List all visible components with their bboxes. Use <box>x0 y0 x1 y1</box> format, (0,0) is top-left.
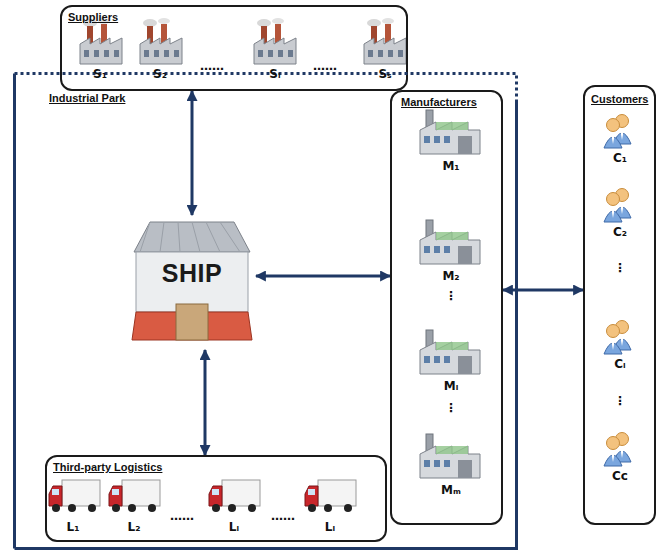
ellipsis-mark: …… <box>170 510 194 523</box>
logistics-group: Third-party Logistics <box>45 455 387 542</box>
ellipsis-mark: …… <box>313 60 337 73</box>
member-label: M₁ <box>442 160 459 173</box>
member-label: M₂ <box>442 270 459 283</box>
group-heading: Industrial Park <box>49 92 125 104</box>
supplier-factory-icon <box>364 18 406 64</box>
truck-icon <box>49 480 100 512</box>
ellipsis-mark: ⋮ <box>445 402 457 415</box>
member-label: Lₗ <box>325 521 335 534</box>
member-label: Cᵢ <box>614 358 625 371</box>
ellipsis-mark: ⋮ <box>614 262 626 275</box>
group-heading: Manufacturers <box>401 96 477 108</box>
double-arrow-connector <box>191 91 194 215</box>
customer-icon <box>604 433 631 467</box>
member-label: S₂ <box>153 68 167 81</box>
manufacturer-plant-icon <box>420 110 480 154</box>
ellipsis-mark: …… <box>200 60 224 73</box>
supplier-factory-icon <box>254 18 296 64</box>
member-label: Mₘ <box>441 484 461 497</box>
truck-icon <box>209 480 260 512</box>
ship-warehouse-icon <box>132 222 252 340</box>
double-arrow-connector <box>256 275 390 278</box>
group-heading: Customers <box>591 93 648 105</box>
ship-hub: SHIP <box>128 215 256 350</box>
member-label: Cc <box>612 470 628 483</box>
supplier-factory-icon <box>140 18 182 64</box>
double-arrow-connector <box>204 350 207 455</box>
customer-icon <box>604 115 631 149</box>
truck-icon <box>305 480 356 512</box>
supplier-group: Suppliers <box>60 5 408 91</box>
ellipsis-mark: …… <box>271 510 295 523</box>
member-label: Lᵢ <box>229 521 239 534</box>
ellipsis-mark: ⋮ <box>614 395 626 408</box>
member-label: Sₛ <box>378 68 391 81</box>
manufacturer-plant-icon <box>420 220 480 264</box>
supplier-factory-icon <box>80 18 122 64</box>
member-label: S₁ <box>93 68 107 81</box>
member-label: Sᵢ <box>269 68 280 81</box>
ellipsis-mark: ⋮ <box>445 290 457 303</box>
manufacturer-plant-icon <box>420 434 480 478</box>
member-label: Mᵢ <box>444 380 459 393</box>
park-boundary <box>13 72 518 550</box>
manufacturer-plant-icon <box>420 330 480 374</box>
member-label: C₁ <box>613 152 627 165</box>
hub-label: SHIP <box>162 259 222 288</box>
manufacturer-group: Manufacturers <box>390 90 503 525</box>
customer-icon <box>604 321 631 355</box>
group-heading: Suppliers <box>68 11 118 23</box>
member-label: L₁ <box>67 521 80 534</box>
member-label: L₂ <box>128 521 141 534</box>
customer-group: Customers <box>583 85 656 525</box>
member-label: C₂ <box>613 226 627 239</box>
group-heading: Third-party Logistics <box>53 461 162 473</box>
customer-icon <box>604 189 631 223</box>
industrial-park-region: Industrial ParkSHIP ManufacturersThird-pa… <box>13 72 518 550</box>
truck-icon <box>109 480 160 512</box>
